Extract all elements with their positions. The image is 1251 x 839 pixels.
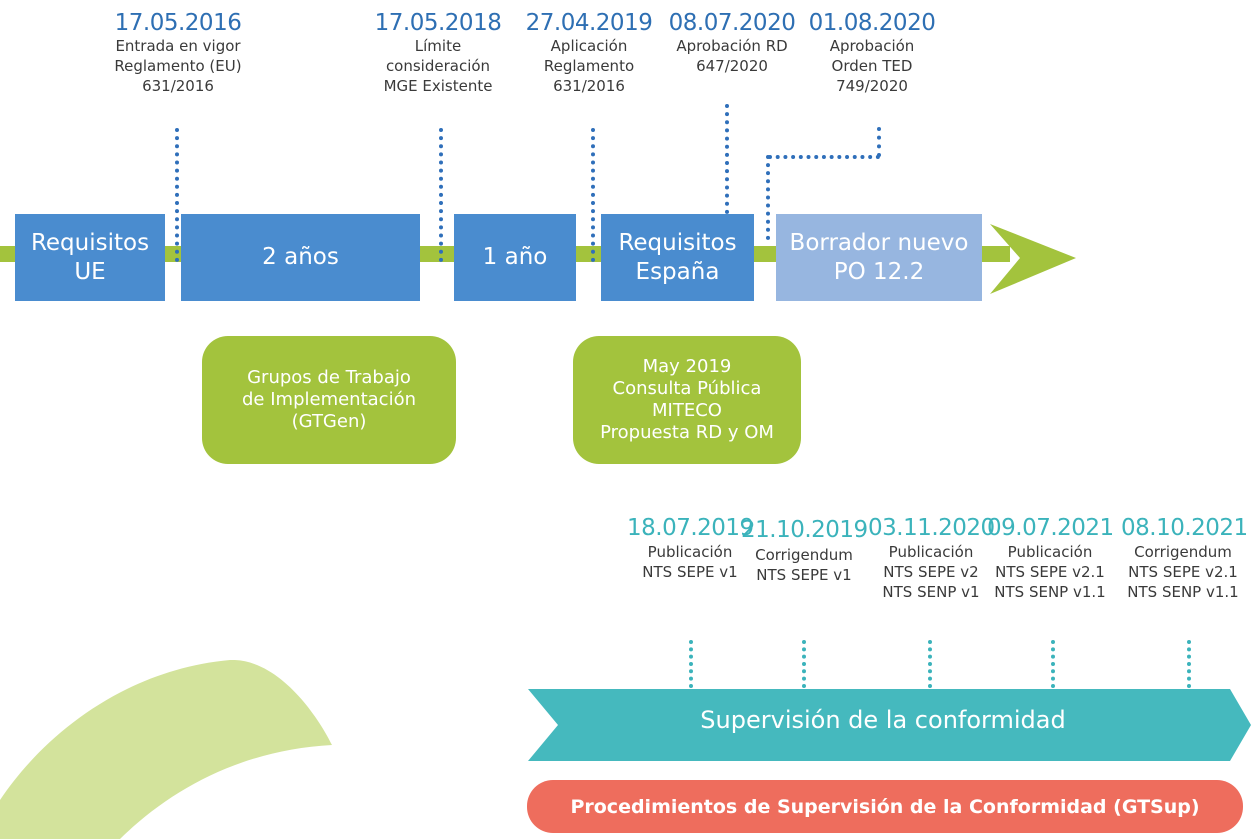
bottom-event-date-4: 09.07.2021 (987, 515, 1114, 541)
top-event-date-5: 01.08.2020 (808, 10, 936, 36)
bottom-connector-4 (1051, 640, 1055, 688)
timeline-box-1-ano: 1 año (454, 214, 576, 301)
bottom-connector-3 (928, 640, 932, 688)
decorative-leaf-shape (0, 660, 332, 839)
top-event-date-1: 17.05.2016 (114, 10, 242, 36)
top-connector-5b (768, 155, 880, 159)
timeline-box-2-anos: 2 años (181, 214, 420, 301)
bottom-connector-1 (689, 640, 693, 688)
bottom-event-date-3: 03.11.2020 (868, 515, 995, 541)
bottom-connector-2 (802, 640, 806, 688)
bottom-event-date-1: 18.07.2019 (627, 515, 754, 541)
top-event-date-4: 08.07.2020 (668, 10, 796, 36)
top-event-date-3: 27.04.2019 (525, 10, 653, 36)
bottom-event-date-2: 21.10.2019 (741, 517, 868, 543)
bottom-connector-5 (1187, 640, 1191, 688)
supervision-banner-label: Supervisión de la conformidad (700, 706, 1066, 734)
top-connector-5c (766, 155, 770, 240)
top-connector-3 (591, 128, 595, 262)
top-connector-4 (725, 104, 729, 214)
supervision-banner-shape (528, 689, 1251, 761)
top-connector-1 (175, 128, 179, 262)
top-connector-5a (877, 127, 881, 157)
gtsup-procedures-bar: Procedimientos de Supervisión de la Conf… (527, 780, 1243, 833)
top-event-date-2: 17.05.2018 (374, 10, 502, 36)
top-connector-2 (439, 128, 443, 262)
bottom-event-date-5: 08.10.2021 (1121, 515, 1248, 541)
